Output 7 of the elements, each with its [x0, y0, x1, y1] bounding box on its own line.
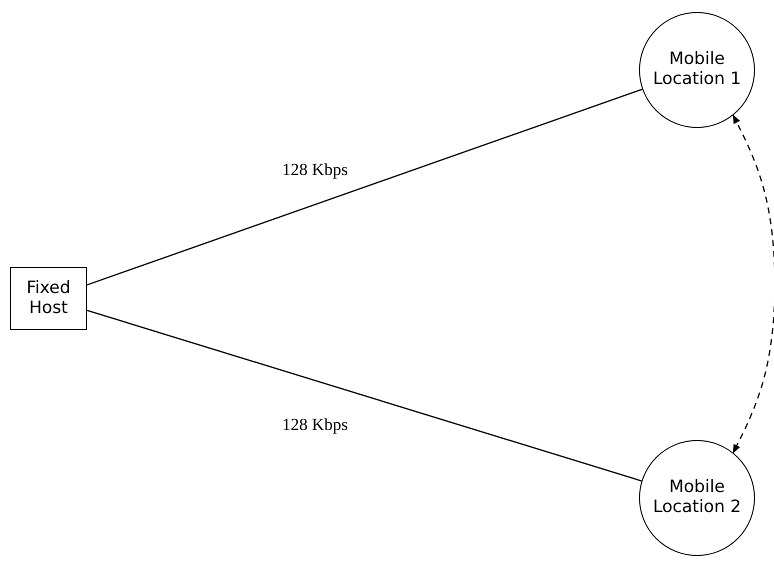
connector-line [86, 88, 643, 286]
host-box [10, 267, 87, 330]
connector-line [86, 310, 642, 482]
arrow [732, 114, 774, 454]
node-label: Mobile Location 2 [652, 478, 742, 518]
node-label: Fixed Host [25, 278, 72, 318]
node-label: Mobile Location 1 [652, 50, 742, 90]
